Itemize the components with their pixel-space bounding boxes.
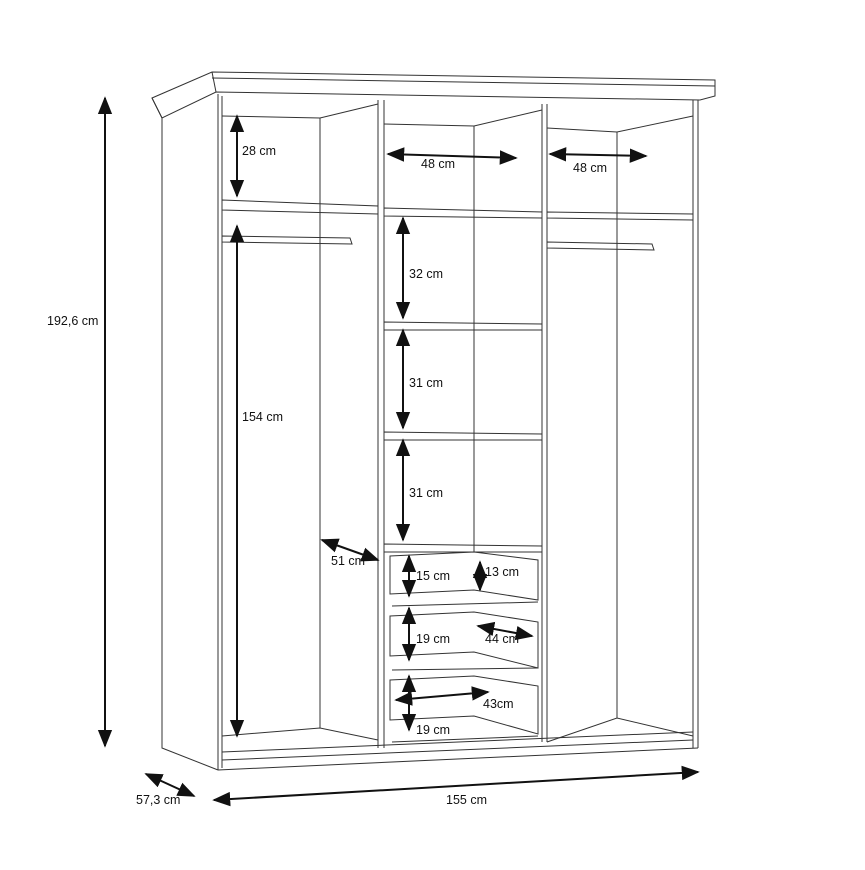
- left-inner-depth-label: 51 cm: [331, 554, 366, 568]
- overall-width-label: 155 cm: [446, 793, 487, 807]
- drawer-3-front-height-label: 19 cm: [416, 723, 451, 737]
- left-top-shelf-height-label: 28 cm: [242, 144, 277, 158]
- middle-compartment-1-label: 32 cm: [409, 267, 444, 281]
- drawer-3-width-label: 43cm: [483, 697, 514, 711]
- overall-height-label: 192,6 cm: [47, 314, 99, 328]
- right-top-width-label: 48 cm: [573, 161, 608, 175]
- drawer-2-front-height-label: 19 cm: [416, 632, 451, 646]
- middle-compartment-2-label: 31 cm: [409, 376, 444, 390]
- drawer-1-side-height-label: 13 cm: [485, 565, 520, 579]
- wardrobe-outline: [151, 71, 716, 771]
- middle-top-width-label: 48 cm: [421, 157, 456, 171]
- drawer-1-front-height-label: 15 cm: [416, 569, 451, 583]
- drawer-2-depth-label: 44 cm: [485, 632, 520, 646]
- middle-compartment-3-label: 31 cm: [409, 486, 444, 500]
- left-hanging-height-label: 154 cm: [242, 410, 283, 424]
- dimension-arrows: [97, 96, 700, 807]
- overall-depth-label: 57,3 cm: [136, 793, 181, 807]
